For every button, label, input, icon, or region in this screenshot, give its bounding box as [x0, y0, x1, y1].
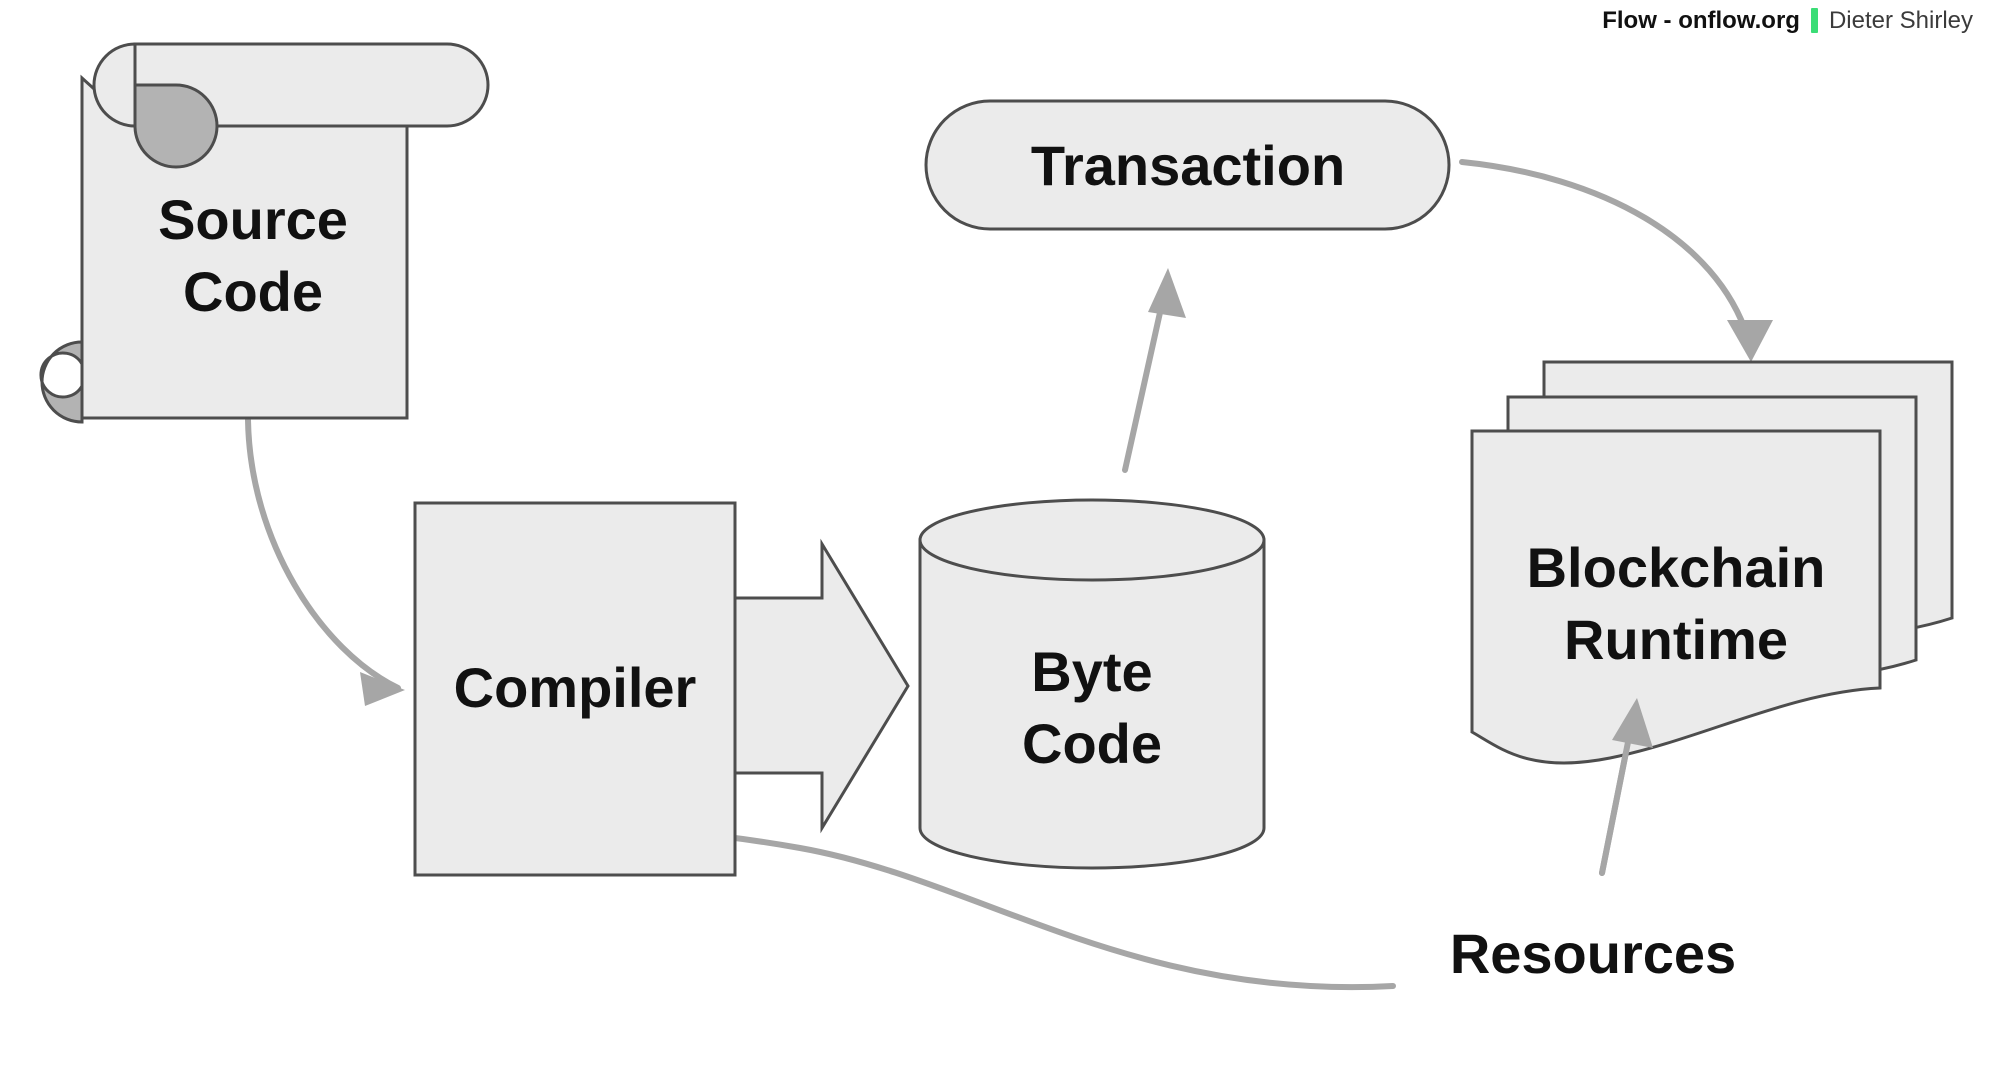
- annotation-label-resources: Resources: [1450, 922, 1736, 985]
- node-source-code[interactable]: Source Code: [39, 42, 490, 424]
- node-compiler[interactable]: Compiler: [413, 501, 737, 877]
- arrowhead: [1148, 268, 1186, 318]
- document-sheet-front: [1470, 429, 1882, 765]
- node-blockchain-runtime[interactable]: Blockchain Runtime: [1470, 360, 1954, 765]
- transaction-pill: [924, 99, 1451, 231]
- connector-source-to-compiler: [245, 417, 405, 706]
- credit-title: Flow - onflow.org: [1602, 6, 1800, 34]
- cylinder-top: [918, 498, 1266, 582]
- node-label-source-code-line2: Code: [183, 260, 323, 323]
- node-label-byte-code-line2: Code: [1022, 712, 1162, 775]
- node-label-source-code-line1: Source: [158, 188, 348, 251]
- connector-path: [245, 417, 401, 691]
- credit-bar: Flow - onflow.org Dieter Shirley: [1602, 8, 1973, 33]
- block-arrow: [733, 538, 910, 834]
- scroll-top-curl-inner: [133, 83, 219, 169]
- node-label-blockchain-runtime-line2: Runtime: [1564, 608, 1788, 671]
- node-label-compiler: Compiler: [454, 656, 697, 719]
- connector-transaction-to-runtime: [1459, 159, 1773, 362]
- node-label-byte-code-line1: Byte: [1031, 640, 1152, 703]
- connector-resources-to-runtime-overlay: [1599, 698, 1653, 876]
- credit-author: Dieter Shirley: [1828, 6, 1973, 34]
- connector-path: [1459, 159, 1751, 341]
- arrowhead: [360, 672, 405, 706]
- arrowhead: [1612, 698, 1653, 748]
- connector-path: [1599, 719, 1635, 876]
- node-byte-code[interactable]: Byte Code: [918, 498, 1266, 870]
- credit-separator-bar: [1810, 8, 1818, 33]
- annotation-resources: Resources: [1450, 922, 1736, 985]
- cylinder-body: [918, 538, 1266, 870]
- arrowhead: [1727, 320, 1773, 362]
- node-transaction[interactable]: Transaction: [924, 99, 1451, 231]
- connector-bytecode-to-transaction: [1122, 268, 1186, 473]
- scroll-top-curl-band: [133, 42, 490, 128]
- scroll-bottom-curl: [39, 340, 84, 424]
- connector-path: [1122, 287, 1168, 473]
- node-label-transaction: Transaction: [1031, 134, 1345, 197]
- scroll-top-curl-outer: [92, 42, 137, 128]
- node-label-blockchain-runtime-line1: Blockchain: [1527, 536, 1826, 599]
- connector-compiler-to-bytecode: [733, 538, 910, 834]
